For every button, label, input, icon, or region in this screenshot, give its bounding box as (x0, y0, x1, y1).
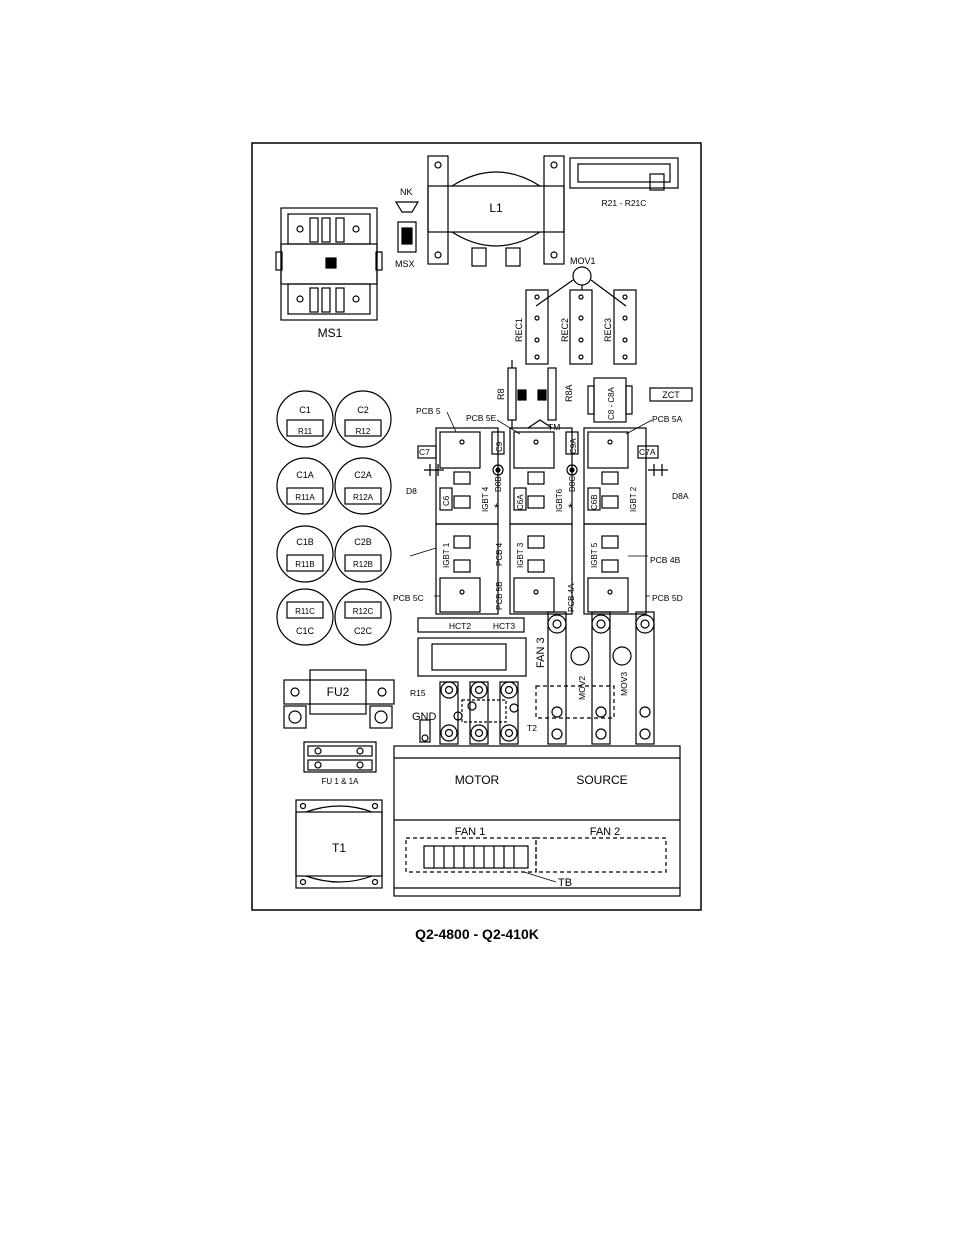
pcb5b-label: PCB 5B (495, 582, 504, 610)
pcb4-label: PCB 4 (495, 542, 504, 566)
capacitor-c2: C2 R12 (334, 390, 392, 448)
c1b-label: C1B (296, 537, 314, 547)
t1-transformer: T1 (295, 799, 383, 889)
igbt4-label: IGBT 4 (481, 486, 490, 512)
tm-label: TM (548, 422, 560, 432)
bottom-enclosure: MOTOR SOURCE FAN 1 FAN 2 TB (393, 745, 681, 897)
c1a-label: C1A (296, 470, 314, 480)
capacitor-c2b: C2B R12B (334, 525, 392, 583)
pcb5a-label: PCB 5A (652, 414, 683, 424)
mov1-label: MOV1 (570, 256, 596, 266)
c9a-label: C9A (569, 438, 578, 454)
d8c-label: D8C (568, 476, 577, 492)
igbt6-label: IGBT6 (555, 488, 564, 512)
igbt2-label: IGBT 2 (629, 486, 638, 512)
motor-label: MOTOR (455, 773, 500, 787)
c6a-label: C6A (516, 494, 525, 510)
fu1-fuse-block: FU 1 & 1A (303, 741, 377, 786)
r12c-label: R12C (353, 607, 374, 616)
r8-c8-zct: R8 R8A C8 - C8A ZCT (496, 360, 693, 428)
zct-label: ZCT (662, 390, 680, 400)
c2b-label: C2B (354, 537, 372, 547)
d8a-label: D8A (672, 491, 689, 501)
igbt1-label: IGBT 1 (442, 542, 451, 568)
r8-label: R8 (496, 388, 506, 400)
r12b-label: R12B (353, 560, 373, 569)
motor-terminal-area: R15 GND T2 (410, 681, 537, 745)
c2-label: C2 (357, 405, 369, 415)
r12-label: R12 (356, 427, 371, 436)
source-label: SOURCE (576, 773, 627, 787)
r11c-label: R11C (295, 607, 315, 616)
mov1-rectifiers: MOV1 REC1 REC2 REC3 (514, 256, 637, 365)
r21-label: R21 - R21C (602, 198, 647, 208)
c1c-label: C1C (296, 626, 315, 636)
star-mark-2: * (568, 501, 573, 515)
l1-label: L1 (489, 201, 503, 215)
capacitor-c1b: C1B R11B (276, 525, 334, 583)
pcb5d-label: PCB 5D (652, 593, 683, 603)
r11b-label: R11B (295, 560, 314, 569)
fu2-label: FU2 (327, 685, 350, 699)
c2a-label: C2A (354, 470, 372, 480)
c6b-label: C6B (590, 494, 599, 510)
ms1-label: MS1 (318, 326, 343, 340)
fu1-label: FU 1 & 1A (322, 777, 360, 786)
pcb5e-label: PCB 5E (466, 413, 497, 423)
d8b-label: D8B (494, 476, 503, 492)
r11-label: R11 (298, 427, 313, 436)
l1-inductor: L1 (427, 155, 565, 267)
r15-label: R15 (410, 688, 426, 698)
r11a-label: R11A (295, 493, 315, 502)
c2c-label: C2C (354, 626, 373, 636)
fan2-label: FAN 2 (590, 826, 621, 838)
fan1-label: FAN 1 (455, 826, 486, 838)
rec1-label: REC1 (514, 318, 524, 342)
capacitor-c2c: R12C C2C (334, 588, 392, 646)
r8a-label: R8A (564, 384, 574, 402)
c1-label: C1 (299, 405, 311, 415)
output-bus-area: FAN 3 MOV2 MOV3 (417, 611, 655, 745)
rec2-label: REC2 (560, 318, 570, 342)
c6-label: C6 (442, 495, 451, 506)
c7a-label: C7A (639, 447, 656, 457)
panel-frame (251, 142, 702, 911)
hct2-label: HCT2 (449, 621, 471, 631)
igbt5-label: IGBT 5 (590, 542, 599, 568)
hct3-label: HCT3 (493, 621, 515, 631)
capacitor-c1: C1 R11 (276, 390, 334, 448)
r12a-label: R12A (353, 493, 374, 502)
d8-label: D8 (406, 486, 417, 496)
c7-label: C7 (419, 447, 430, 457)
r21-resistor-bank: R21 - R21C (569, 157, 679, 208)
msx-label: MSX (395, 259, 415, 269)
igbt-pcb-array: HCT2 HCT3 PCB 5 PCB 5E PCB 5A TM C9 C9A … (393, 406, 689, 633)
mov2-label: MOV2 (577, 676, 587, 700)
tb-label: TB (558, 877, 572, 889)
ms1-contactor: MS1 (275, 207, 383, 340)
pcb5c-label: PCB 5C (393, 593, 424, 603)
capacitor-c2a: C2A R12A (334, 457, 392, 515)
rec3-label: REC3 (603, 318, 613, 342)
pcb4a-label: PCB 4A (567, 583, 576, 612)
gnd-label: GND (412, 711, 437, 723)
pcb4b-label: PCB 4B (650, 555, 681, 565)
capacitor-c1a: C1A R11A (276, 457, 334, 515)
fu2-fuse: FU2 (283, 669, 395, 729)
c8-label: C8 - C8A (607, 386, 616, 420)
igbt3-label: IGBT 3 (516, 542, 525, 568)
diagram-caption: Q2-4800 - Q2-410K (415, 926, 539, 942)
pcb5-label: PCB 5 (416, 406, 441, 416)
mov3-label: MOV3 (619, 672, 629, 696)
t2-label: T2 (527, 723, 537, 733)
star-mark-1: * (494, 501, 499, 515)
c9-label: C9 (495, 441, 504, 452)
capacitor-bank: C1 R11 C2 R12 C1A R11A C2A R12A C1B R11B… (276, 390, 392, 646)
fan3-label: FAN 3 (535, 637, 547, 668)
t1-label: T1 (332, 841, 346, 855)
nk-label: NK (400, 187, 413, 197)
capacitor-c1c: R11C C1C (276, 588, 334, 646)
nk-msx-relay: NK MSX (394, 187, 420, 269)
